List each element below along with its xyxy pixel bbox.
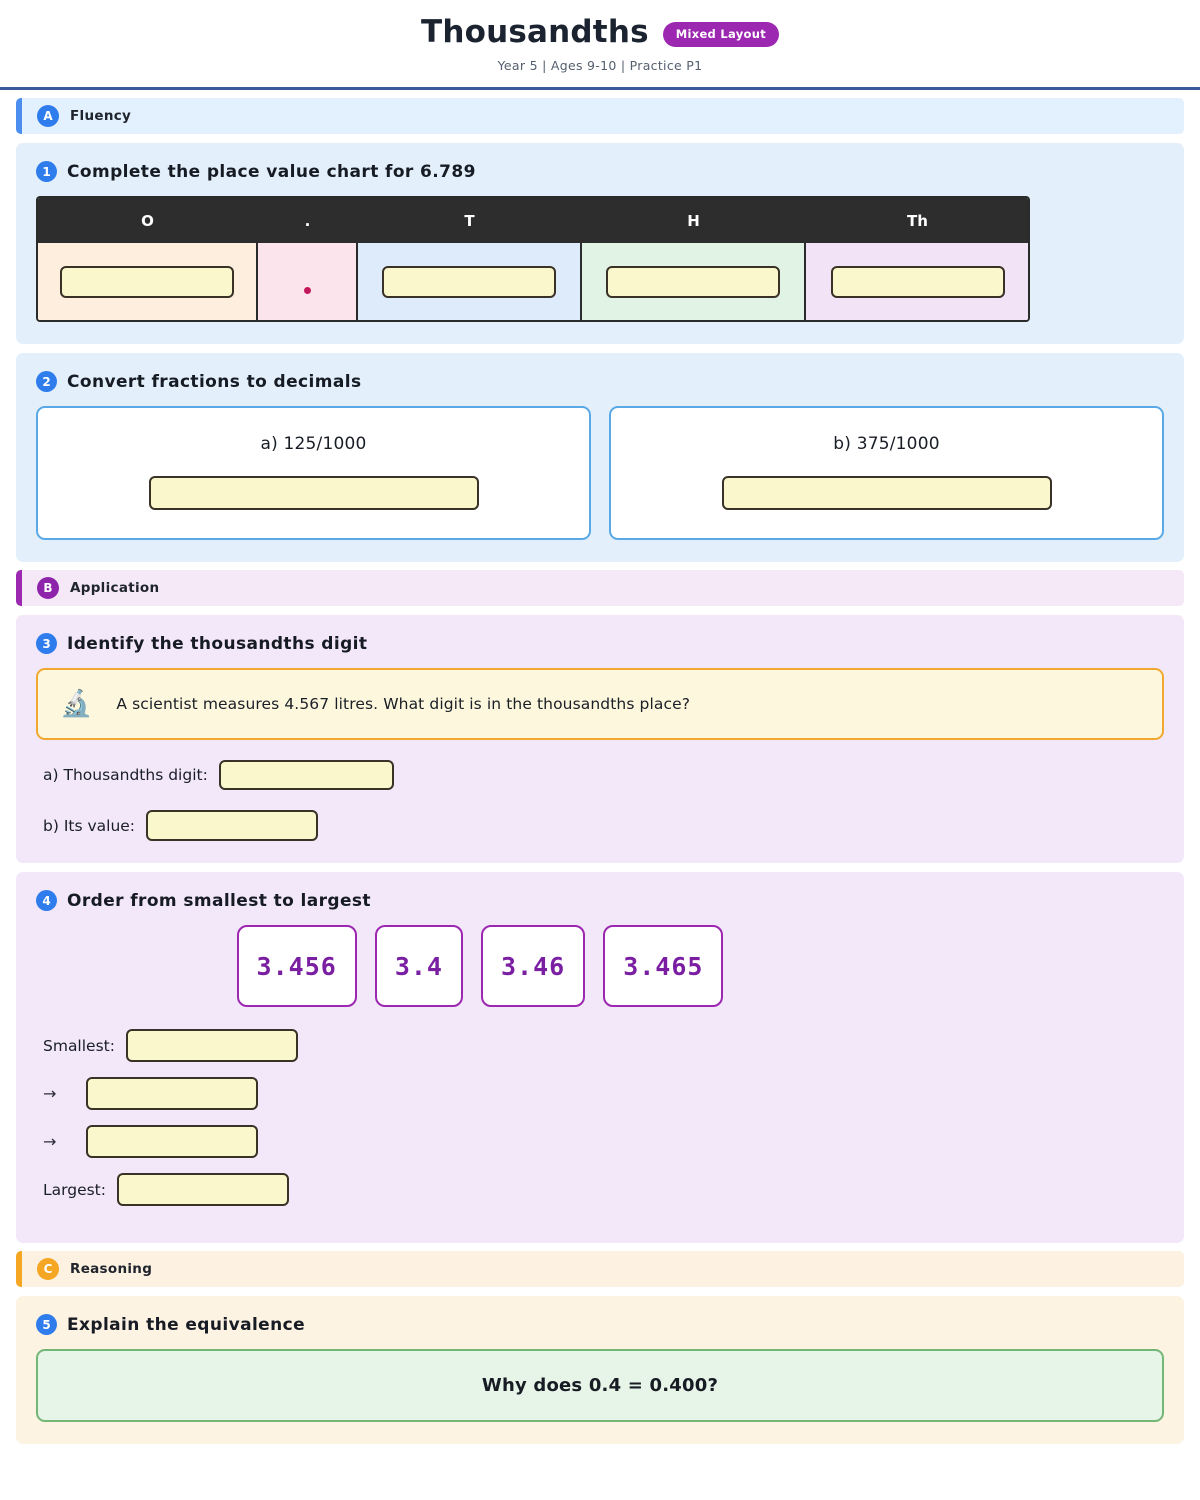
question-number-4: 4: [36, 890, 57, 911]
fraction-label-b: b) 375/1000: [833, 434, 940, 454]
pv-header-ones: O: [38, 198, 258, 243]
question-number-3: 3: [36, 633, 57, 654]
arrow-right-icon: →: [43, 1084, 57, 1103]
ordering-input-2[interactable]: [86, 1077, 258, 1110]
pv-answer-input-thousandths[interactable]: [831, 265, 1005, 298]
ordering-answer-rows: Smallest: → → Largest:: [36, 1029, 1164, 1206]
ordering-row-smallest: Smallest:: [43, 1029, 1164, 1062]
place-value-chart: O . T H Th: [36, 196, 1030, 322]
question-card-3: 3 Identify the thousandths digit 🔬 A sci…: [16, 615, 1184, 863]
pv-cell-decimal-point: [258, 243, 358, 320]
fraction-card-row: a) 125/1000 b) 375/1000: [36, 406, 1164, 540]
number-card[interactable]: 3.4: [374, 925, 463, 1007]
word-problem-text: A scientist measures 4.567 litres. What …: [116, 695, 691, 713]
question-title-5: Explain the equivalence: [67, 1314, 306, 1335]
section-banner-reasoning: C Reasoning: [16, 1251, 1184, 1287]
page-header: Thousandths Mixed Layout Year 5 | Ages 9…: [0, 0, 1200, 90]
section-label-application: Application: [70, 580, 160, 596]
page-title: Thousandths: [420, 14, 649, 50]
section-banner-application: B Application: [16, 570, 1184, 606]
place-value-header-row: O . T H Th: [38, 198, 1028, 243]
pv-cell-tenths: [358, 243, 582, 320]
ordering-input-3[interactable]: [86, 1125, 258, 1158]
question-4-header: 4 Order from smallest to largest: [36, 890, 1164, 911]
question-3-part-b: b) Its value:: [36, 810, 1164, 841]
question-card-2: 2 Convert fractions to decimals a) 125/1…: [16, 353, 1184, 562]
title-row: Thousandths Mixed Layout: [0, 14, 1200, 50]
header-divider: [0, 87, 1200, 90]
pv-answer-input-hundredths[interactable]: [606, 265, 780, 298]
part-a-label: a) Thousandths digit:: [43, 766, 208, 784]
question-number-1: 1: [36, 161, 57, 182]
page-subtitle: Year 5 | Ages 9-10 | Practice P1: [497, 58, 703, 73]
pv-answer-input-ones[interactable]: [60, 265, 234, 298]
ordering-input-4[interactable]: [116, 1173, 289, 1206]
question-number-5: 5: [36, 1314, 57, 1335]
number-card[interactable]: 3.465: [603, 925, 724, 1007]
microscope-icon: 🔬: [60, 689, 93, 719]
decimal-point-icon: [303, 287, 311, 294]
question-card-5: 5 Explain the equivalence Why does 0.4 =…: [16, 1296, 1184, 1444]
reasoning-prompt-box: Why does 0.4 = 0.400?: [36, 1349, 1164, 1422]
part-a-answer-input[interactable]: [218, 760, 394, 790]
fraction-card-a: a) 125/1000: [36, 406, 591, 540]
ordering-row-largest: Largest:: [43, 1173, 1164, 1206]
question-3-header: 3 Identify the thousandths digit: [36, 633, 1164, 654]
fraction-answer-input-a[interactable]: [148, 476, 479, 510]
question-card-4: 4 Order from smallest to largest 3.456 3…: [16, 872, 1184, 1243]
pv-header-point: .: [258, 198, 358, 243]
section-label-fluency: Fluency: [70, 108, 132, 124]
number-card[interactable]: 3.456: [236, 925, 357, 1007]
ordering-row-2: →: [43, 1077, 1164, 1110]
ordering-label-largest: Largest:: [43, 1180, 106, 1199]
section-banner-fluency: A Fluency: [16, 98, 1184, 134]
layout-badge: Mixed Layout: [662, 21, 780, 47]
question-number-2: 2: [36, 371, 57, 392]
question-title-2: Convert fractions to decimals: [67, 371, 362, 392]
question-title-3: Identify the thousandths digit: [67, 633, 368, 654]
section-letter-a: A: [37, 105, 59, 127]
question-2-header: 2 Convert fractions to decimals: [36, 371, 1164, 392]
pv-answer-input-tenths[interactable]: [382, 265, 556, 298]
part-b-label: b) Its value:: [43, 816, 136, 835]
word-problem-box: 🔬 A scientist measures 4.567 litres. Wha…: [36, 668, 1164, 740]
question-title-4: Order from smallest to largest: [67, 890, 371, 911]
pv-header-tenths: T: [358, 198, 582, 243]
pv-header-thousandths: Th: [806, 198, 1028, 243]
pv-cell-hundredths: [582, 243, 806, 320]
place-value-body-row: [38, 243, 1028, 320]
ordering-label-smallest: Smallest:: [43, 1036, 115, 1055]
question-1-header: 1 Complete the place value chart for 6.7…: [36, 161, 1164, 182]
fraction-label-a: a) 125/1000: [260, 434, 367, 454]
pv-cell-ones: [38, 243, 258, 320]
fraction-card-b: b) 375/1000: [609, 406, 1164, 540]
section-letter-b: B: [37, 577, 59, 599]
number-card[interactable]: 3.46: [480, 925, 586, 1007]
question-title-1: Complete the place value chart for 6.789: [67, 161, 476, 182]
reasoning-prompt-text: Why does 0.4 = 0.400?: [481, 1375, 719, 1396]
question-3-part-a: a) Thousandths digit:: [36, 760, 1164, 790]
ordering-input-1[interactable]: [125, 1029, 298, 1062]
pv-header-hundredths: H: [582, 198, 806, 243]
arrow-right-icon: →: [43, 1132, 57, 1151]
part-b-answer-input[interactable]: [146, 810, 319, 841]
ordering-row-3: →: [43, 1125, 1164, 1158]
section-letter-c: C: [37, 1258, 59, 1280]
section-label-reasoning: Reasoning: [70, 1261, 153, 1277]
question-5-header: 5 Explain the equivalence: [36, 1314, 1164, 1335]
pv-cell-thousandths: [806, 243, 1028, 320]
fraction-answer-input-b[interactable]: [721, 476, 1052, 510]
number-card-row: 3.456 3.4 3.46 3.465: [36, 925, 1164, 1007]
question-card-1: 1 Complete the place value chart for 6.7…: [16, 143, 1184, 344]
